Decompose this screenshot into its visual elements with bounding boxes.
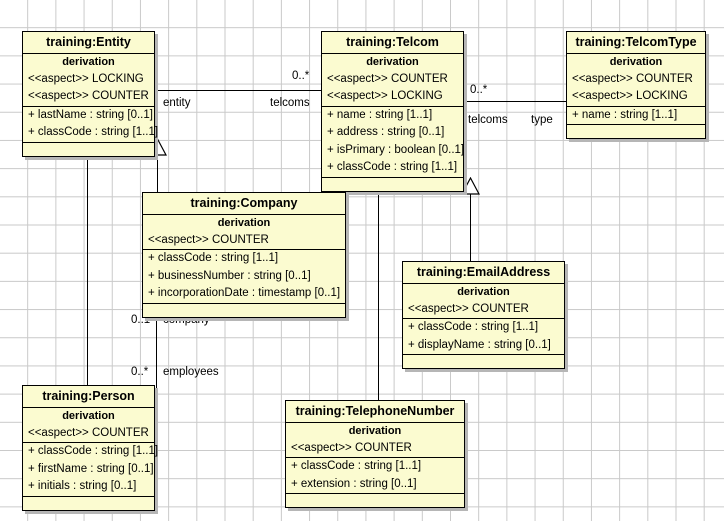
class-aspect: <<aspect>> LOCKING: [28, 72, 144, 85]
class-attribute: + classCode : string [1..1]: [408, 321, 539, 333]
generalization-line-emailaddress-telcom[interactable]: [470, 193, 471, 261]
class-title: training:TelephoneNumber: [295, 404, 455, 418]
class-aspects: <<aspect>> COUNTER: [403, 301, 564, 319]
class-aspect: <<aspect>> COUNTER: [28, 426, 149, 439]
class-stereotype-header: derivation: [322, 52, 463, 71]
generalization-line-company-entity[interactable]: [157, 154, 158, 192]
class-aspect: <<aspect>> LOCKING: [572, 90, 688, 102]
class-attribute: + classCode : string [1..1]: [327, 161, 458, 173]
class-box-telcom[interactable]: training:Telcom derivation <<aspect>> CO…: [321, 31, 464, 192]
class-title: training:Entity: [46, 35, 131, 49]
class-box-telephonenumber[interactable]: training:TelephoneNumber derivation <<as…: [285, 400, 465, 508]
class-stereotype-header: derivation: [567, 52, 705, 71]
class-attribute: + incorporationDate : timestamp [0..1]: [148, 287, 341, 299]
class-attributes: + classCode : string [1..1] + extension …: [286, 457, 464, 493]
class-title: training:TelcomType: [575, 35, 697, 49]
generalization-line-person-entity[interactable]: [87, 154, 88, 386]
label-multiplicity-employees: 0..*: [131, 366, 149, 378]
class-stereotype-header: derivation: [403, 282, 564, 301]
class-attribute: + businessNumber : string [0..1]: [148, 269, 311, 282]
class-attribute: + extension : string [0..1]: [291, 477, 417, 490]
class-attribute: + firstName : string [0..1]: [28, 462, 154, 475]
class-stereotype-header: derivation: [143, 213, 345, 232]
class-aspect: <<aspect>> COUNTER: [408, 302, 529, 315]
label-telcoms-role-entity-side: telcoms: [270, 97, 310, 109]
class-attribute: + classCode : string [1..1]: [291, 460, 422, 472]
class-operations: [322, 176, 463, 191]
class-box-emailaddress[interactable]: training:EmailAddress derivation <<aspec…: [402, 261, 565, 369]
class-operations: [23, 141, 154, 156]
class-attribute: + isPrimary : boolean [0..1]: [327, 143, 465, 156]
class-attribute: + classCode : string [1..1]: [148, 252, 279, 264]
association-entity-telcom[interactable]: [156, 90, 321, 91]
class-attributes: + classCode : string [1..1] + displayNam…: [403, 318, 564, 354]
class-title: training:Person: [42, 389, 135, 403]
class-aspects: <<aspect>> LOCKING <<aspect>> COUNTER: [23, 71, 154, 106]
class-title: training:Telcom: [346, 35, 439, 49]
label-telcoms-role-type-side: telcoms: [468, 114, 508, 126]
class-aspects: <<aspect>> COUNTER <<aspect>> LOCKING: [322, 71, 463, 106]
class-operations: [143, 302, 345, 317]
class-attribute: + address : string [0..1]: [327, 126, 445, 138]
class-aspect: <<aspect>> COUNTER: [148, 233, 269, 246]
class-aspects: <<aspect>> COUNTER <<aspect>> LOCKING: [567, 71, 705, 106]
class-attribute: + name : string [1..1]: [327, 108, 433, 121]
class-stereotype-header: derivation: [23, 52, 154, 71]
class-attributes: + name : string [1..1]: [567, 105, 705, 125]
class-box-telcomtype[interactable]: training:TelcomType derivation <<aspect>…: [566, 31, 706, 139]
class-operations: [567, 124, 705, 138]
class-stereotype-header: derivation: [286, 421, 464, 440]
class-aspects: <<aspect>> COUNTER: [143, 232, 345, 250]
class-attribute: + name : string [1..1]: [572, 108, 678, 121]
association-telcom-telcomtype[interactable]: [464, 101, 566, 102]
class-aspect: <<aspect>> LOCKING: [327, 90, 443, 102]
class-attribute: + initials : string [0..1]: [28, 480, 137, 492]
association-company-person[interactable]: [156, 300, 157, 394]
label-multiplicity-telcom-type: 0..*: [470, 84, 488, 96]
class-operations: [286, 493, 464, 507]
class-operations: [403, 354, 564, 368]
class-box-company[interactable]: training:Company derivation <<aspect>> C…: [142, 192, 346, 318]
label-employees-role: employees: [163, 366, 219, 378]
class-attribute: + classCode : string [1..1]: [28, 445, 159, 457]
class-aspects: <<aspect>> COUNTER: [286, 440, 464, 458]
class-aspect: <<aspect>> COUNTER: [327, 72, 448, 85]
class-attributes: + classCode : string [1..1] + businessNu…: [143, 249, 345, 303]
class-aspects: <<aspect>> COUNTER: [23, 425, 154, 443]
class-attributes: + classCode : string [1..1] + firstName …: [23, 442, 159, 496]
class-attribute: + displayName : string [0..1]: [408, 338, 551, 351]
class-box-entity[interactable]: training:Entity derivation <<aspect>> LO…: [22, 31, 159, 157]
class-attribute: + classCode : string [1..1]: [28, 126, 159, 138]
label-type-role: type: [531, 114, 553, 126]
class-stereotype-header: derivation: [23, 406, 154, 425]
class-attributes: + lastName : string [0..1] + classCode :…: [23, 105, 159, 142]
label-entity-role: entity: [163, 97, 191, 109]
class-title: training:EmailAddress: [416, 265, 551, 279]
class-aspect: <<aspect>> COUNTER: [28, 90, 149, 102]
class-attributes: + name : string [1..1] + address : strin…: [322, 105, 465, 177]
generalization-line-telephonenumber-telcom[interactable]: [378, 193, 379, 401]
class-box-person[interactable]: training:Person derivation <<aspect>> CO…: [22, 385, 159, 511]
class-title: training:Company: [190, 196, 298, 210]
class-attribute: + lastName : string [0..1]: [28, 108, 153, 121]
class-operations: [23, 495, 154, 510]
label-multiplicity-entity-telcom: 0..*: [292, 70, 310, 82]
class-aspect: <<aspect>> COUNTER: [291, 441, 412, 454]
class-aspect: <<aspect>> COUNTER: [572, 72, 693, 85]
